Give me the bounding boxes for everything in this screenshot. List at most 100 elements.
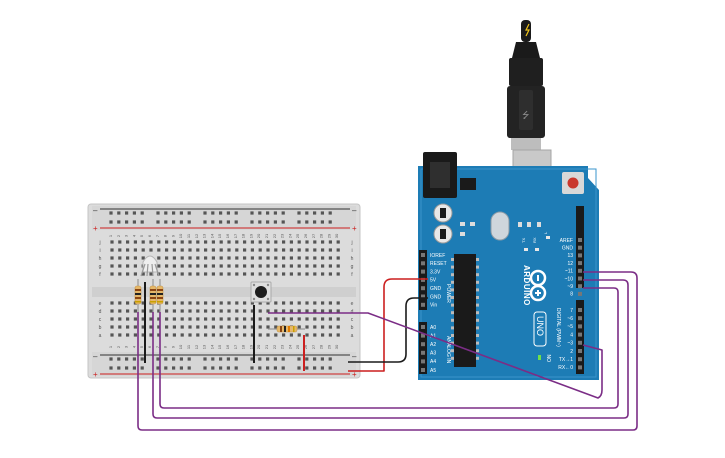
breadboard-hole[interactable] bbox=[110, 256, 114, 260]
breadboard-hole[interactable] bbox=[149, 333, 153, 337]
digital-header-bottom[interactable] bbox=[576, 300, 584, 374]
breadboard-hole[interactable] bbox=[282, 248, 286, 252]
digital-pin-hole[interactable] bbox=[578, 245, 582, 250]
breadboard-hole[interactable] bbox=[336, 317, 340, 321]
breadboard-hole[interactable] bbox=[188, 256, 192, 260]
breadboard-hole[interactable] bbox=[196, 301, 200, 305]
rail-hole[interactable] bbox=[109, 366, 113, 370]
breadboard-hole[interactable] bbox=[172, 317, 176, 321]
breadboard-hole[interactable] bbox=[328, 317, 332, 321]
breadboard-hole[interactable] bbox=[141, 309, 145, 313]
breadboard-hole[interactable] bbox=[243, 256, 247, 260]
rail-hole[interactable] bbox=[234, 220, 238, 224]
rail-hole[interactable] bbox=[258, 357, 262, 361]
rail-hole[interactable] bbox=[313, 366, 317, 370]
breadboard-hole[interactable] bbox=[258, 309, 262, 313]
pushbutton[interactable] bbox=[250, 281, 272, 303]
breadboard-hole[interactable] bbox=[157, 264, 161, 268]
breadboard-hole[interactable] bbox=[282, 333, 286, 337]
rail-hole[interactable] bbox=[164, 357, 168, 361]
breadboard-hole[interactable] bbox=[235, 333, 239, 337]
breadboard-hole[interactable] bbox=[227, 309, 231, 313]
rail-hole[interactable] bbox=[305, 357, 309, 361]
breadboard-hole[interactable] bbox=[321, 333, 325, 337]
breadboard-hole[interactable] bbox=[297, 317, 301, 321]
breadboard-hole[interactable] bbox=[172, 264, 176, 268]
breadboard-hole[interactable] bbox=[211, 256, 215, 260]
rail-hole[interactable] bbox=[250, 357, 254, 361]
rail-hole[interactable] bbox=[328, 366, 332, 370]
breadboard-hole[interactable] bbox=[305, 264, 309, 268]
breadboard-hole[interactable] bbox=[219, 309, 223, 313]
rail-hole[interactable] bbox=[234, 366, 238, 370]
breadboard-hole[interactable] bbox=[328, 325, 332, 329]
power-pin-hole[interactable] bbox=[421, 253, 425, 257]
breadboard-hole[interactable] bbox=[274, 317, 278, 321]
rail-hole[interactable] bbox=[328, 357, 332, 361]
breadboard-hole[interactable] bbox=[243, 317, 247, 321]
breadboard-hole[interactable] bbox=[165, 264, 169, 268]
breadboard-hole[interactable] bbox=[258, 248, 262, 252]
breadboard-hole[interactable] bbox=[141, 256, 145, 260]
breadboard-hole[interactable] bbox=[321, 264, 325, 268]
breadboard-hole[interactable] bbox=[313, 317, 317, 321]
rgb-led[interactable] bbox=[140, 255, 160, 277]
digital-pin-hole[interactable] bbox=[578, 291, 582, 296]
breadboard-hole[interactable] bbox=[258, 301, 262, 305]
rail-hole[interactable] bbox=[211, 366, 215, 370]
wire-led-green-to-pin-10[interactable] bbox=[152, 279, 629, 419]
breadboard-hole[interactable] bbox=[321, 240, 325, 244]
breadboard-hole[interactable] bbox=[196, 264, 200, 268]
rail-hole[interactable] bbox=[281, 211, 285, 215]
breadboard-hole[interactable] bbox=[297, 325, 301, 329]
breadboard-hole[interactable] bbox=[165, 301, 169, 305]
rail-hole[interactable] bbox=[109, 357, 113, 361]
breadboard-hole[interactable] bbox=[126, 317, 130, 321]
rail-hole[interactable] bbox=[164, 220, 168, 224]
breadboard-hole[interactable] bbox=[118, 301, 122, 305]
rail-hole[interactable] bbox=[187, 220, 191, 224]
breadboard-hole[interactable] bbox=[165, 272, 169, 276]
breadboard-hole[interactable] bbox=[211, 272, 215, 276]
breadboard-hole[interactable] bbox=[204, 325, 208, 329]
breadboard-hole[interactable] bbox=[227, 248, 231, 252]
breadboard-hole[interactable] bbox=[266, 272, 270, 276]
rail-hole[interactable] bbox=[250, 211, 254, 215]
rail-hole[interactable] bbox=[328, 211, 332, 215]
rail-hole[interactable] bbox=[140, 366, 144, 370]
breadboard-hole[interactable] bbox=[180, 272, 184, 276]
breadboard-hole[interactable] bbox=[266, 309, 270, 313]
breadboard-hole[interactable] bbox=[289, 333, 293, 337]
breadboard-hole[interactable] bbox=[211, 264, 215, 268]
breadboard-hole[interactable] bbox=[235, 309, 239, 313]
rail-hole[interactable] bbox=[281, 220, 285, 224]
breadboard-hole[interactable] bbox=[172, 272, 176, 276]
breadboard-hole[interactable] bbox=[235, 301, 239, 305]
rail-hole[interactable] bbox=[226, 211, 230, 215]
resistor-green[interactable] bbox=[149, 279, 157, 312]
breadboard-hole[interactable] bbox=[141, 240, 145, 244]
breadboard-hole[interactable] bbox=[297, 264, 301, 268]
breadboard-hole[interactable] bbox=[165, 256, 169, 260]
breadboard-hole[interactable] bbox=[305, 256, 309, 260]
rail-hole[interactable] bbox=[140, 357, 144, 361]
breadboard-hole[interactable] bbox=[219, 333, 223, 337]
breadboard-hole[interactable] bbox=[172, 333, 176, 337]
breadboard-hole[interactable] bbox=[157, 317, 161, 321]
breadboard-hole[interactable] bbox=[126, 272, 130, 276]
breadboard-hole[interactable] bbox=[289, 264, 293, 268]
breadboard-hole[interactable] bbox=[227, 272, 231, 276]
breadboard-hole[interactable] bbox=[188, 333, 192, 337]
breadboard-hole[interactable] bbox=[336, 325, 340, 329]
breadboard-hole[interactable] bbox=[204, 256, 208, 260]
rail-hole[interactable] bbox=[117, 366, 121, 370]
breadboard-hole[interactable] bbox=[188, 317, 192, 321]
resistor-red[interactable] bbox=[134, 279, 142, 312]
breadboard-hole[interactable] bbox=[328, 248, 332, 252]
digital-pin-hole[interactable] bbox=[578, 324, 582, 329]
breadboard-hole[interactable] bbox=[133, 272, 137, 276]
breadboard-hole[interactable] bbox=[188, 325, 192, 329]
breadboard-hole[interactable] bbox=[180, 264, 184, 268]
rail-hole[interactable] bbox=[226, 357, 230, 361]
breadboard-hole[interactable] bbox=[227, 301, 231, 305]
